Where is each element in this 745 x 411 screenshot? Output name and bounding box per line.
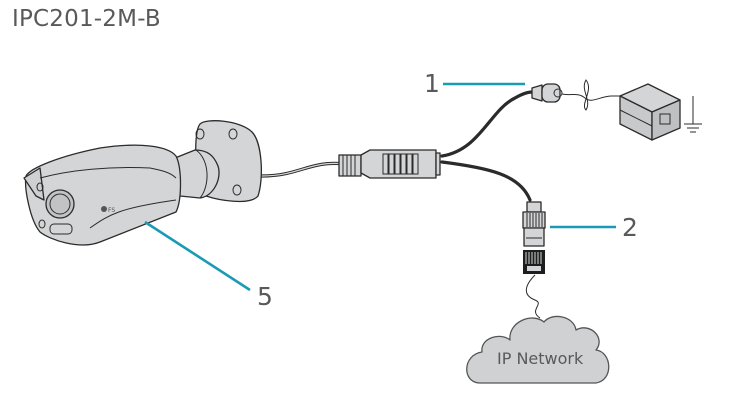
camera-logo: FS xyxy=(108,207,115,214)
network-cable xyxy=(440,160,532,202)
power-adapter-icon xyxy=(619,83,681,141)
adapter-cord xyxy=(561,93,625,101)
cloud-icon: IP Network xyxy=(466,315,610,384)
callout-1: 1 xyxy=(424,69,525,98)
splitter-connector xyxy=(338,149,441,179)
callout-number-2: 2 xyxy=(622,213,638,242)
dc-power-connector xyxy=(531,83,563,103)
camera-cable xyxy=(260,161,347,178)
power-cable xyxy=(440,90,534,158)
ground-symbol-icon xyxy=(684,96,702,133)
diagram-title: IPC201-2M-B xyxy=(12,6,161,32)
callout-5: 5 xyxy=(144,220,273,311)
callout-2: 2 xyxy=(550,213,638,242)
cables xyxy=(260,79,625,319)
cloud-label: IP Network xyxy=(497,349,584,368)
callout-leader-5 xyxy=(144,220,251,292)
rj45-plug-icon xyxy=(522,201,546,274)
bullet-camera-icon: FS xyxy=(23,120,262,246)
cloud-cord xyxy=(525,274,541,319)
callout-number-1: 1 xyxy=(424,69,440,98)
callout-number-5: 5 xyxy=(257,282,273,311)
